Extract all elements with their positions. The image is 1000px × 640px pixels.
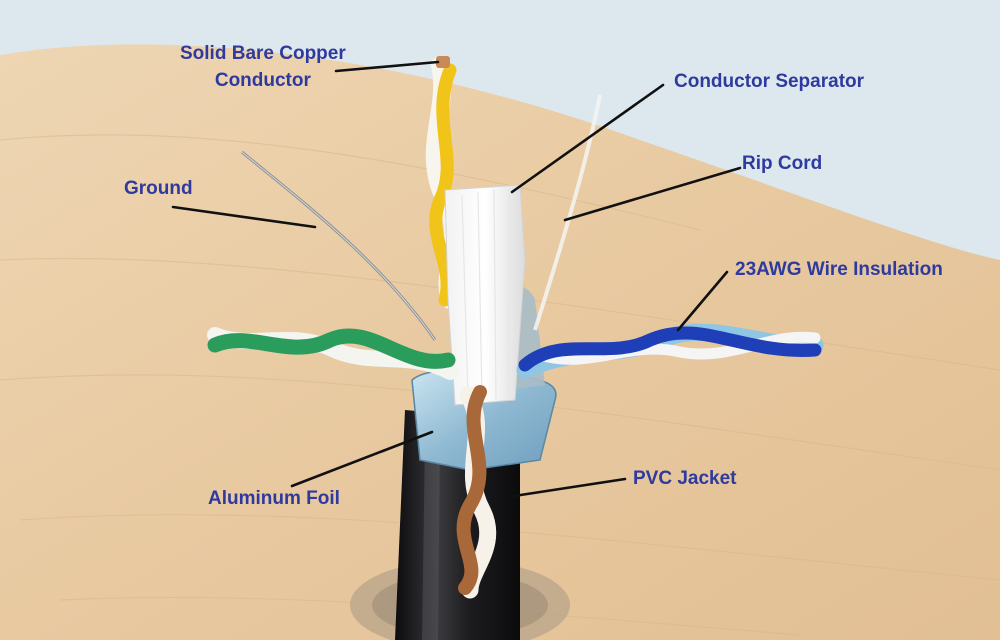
pvc-jacket-highlight [422,440,440,640]
rip-cord [533,94,602,331]
leader-separator [510,83,665,194]
green-pair-green [207,328,456,369]
label-copper-line1: Solid Bare Copper [180,43,346,64]
leader-insulation [676,270,729,332]
ground-wire-shine [241,151,436,341]
label-copper-line2: Conductor [214,70,311,91]
leader-ripcord [563,166,742,222]
leader-copper [334,60,440,73]
yellow-pair-yellow [429,63,457,307]
brown-pair-brown [456,385,487,595]
leader-ground [171,205,317,229]
label-conductor-separator: Conductor Separator [674,71,865,92]
label-wire-insulation: 23AWG Wire Insulation [735,259,943,280]
separator-ridges [461,187,510,401]
label-aluminum-foil: Aluminum Foil [208,488,340,509]
leader-jacket [512,477,627,498]
blue-pair-blue [518,326,822,372]
leader-lines [171,60,742,498]
label-solid-bare-copper-conductor: Solid Bare Copper Conductor [180,40,346,94]
blue-pair-white [534,331,821,365]
leader-foil [290,430,434,488]
label-ground: Ground [124,178,193,199]
label-rip-cord: Rip Cord [742,153,823,174]
bare-copper-tips [436,56,450,68]
label-pvc-jacket: PVC Jacket [633,468,737,489]
